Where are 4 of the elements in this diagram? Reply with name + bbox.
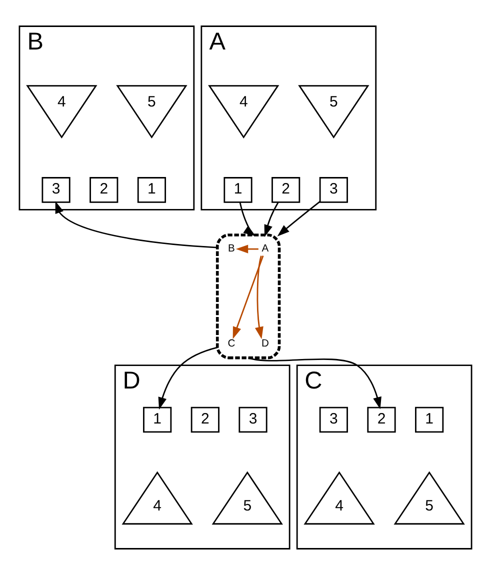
node-text: B (228, 244, 235, 255)
node-text: A (262, 244, 269, 255)
node-text: C (228, 338, 236, 350)
node-text: D (261, 338, 269, 350)
